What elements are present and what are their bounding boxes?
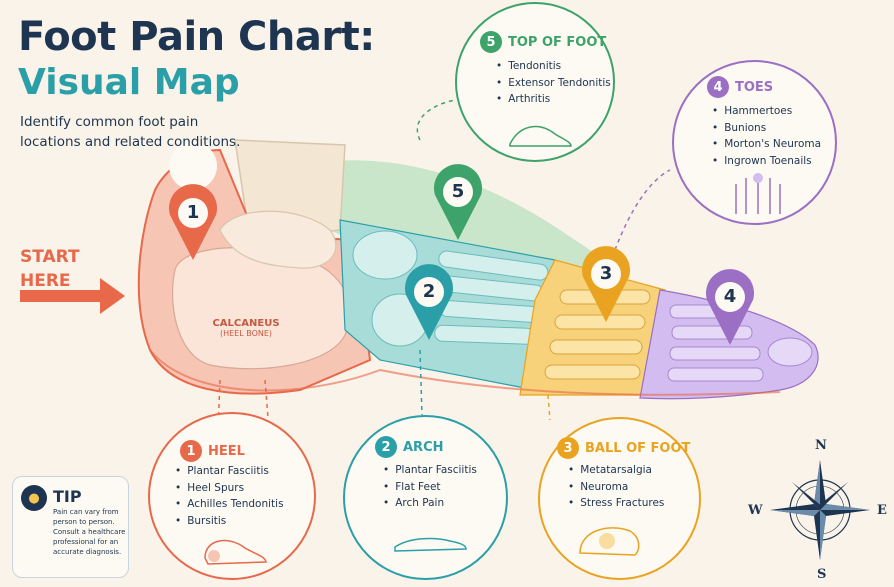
pin-4-marker [705, 269, 755, 345]
top-badge: 5 [480, 31, 502, 53]
list-item: Tendonitis [496, 58, 611, 75]
list-item: Flat Feet [383, 479, 477, 496]
toe-tip [767, 337, 813, 367]
navicular-bone [352, 230, 418, 280]
compass-rose-icon [770, 460, 870, 560]
metatarsal-head [554, 314, 646, 330]
ball-card-header: 3 BALL OF FOOT [557, 437, 690, 459]
list-item: Bunions [712, 120, 821, 137]
toes-badge: 4 [707, 76, 729, 98]
ball-title: BALL OF FOOT [585, 440, 691, 456]
connector-toes [614, 169, 671, 251]
metatarsal-head [549, 339, 643, 355]
arch-card-header: 2 ARCH [375, 436, 444, 458]
list-item: Heel Spurs [175, 480, 284, 497]
tip-title: TIP [53, 487, 82, 506]
list-item: Extensor Tendonitis [496, 75, 611, 92]
list-item: Neuroma [568, 479, 664, 496]
ball-conditions: Metatarsalgia Neuroma Stress Fractures [568, 462, 664, 512]
compass-n: N [815, 438, 827, 453]
top-title: TOP OF FOOT [508, 34, 607, 50]
metatarsal-bone [434, 324, 536, 345]
calcaneus-sub: (HEEL BONE) [219, 329, 273, 338]
compass-s: S [817, 567, 827, 582]
connector-ball [547, 394, 551, 421]
pin-1-number: 1 [186, 202, 200, 223]
top-foot-icon [509, 125, 572, 147]
pin-5-marker [434, 164, 482, 240]
pin-5-number: 5 [451, 181, 465, 202]
calcaneus-name: CALCANEUS [212, 318, 280, 329]
toes-card-header: 4 TOES [707, 76, 773, 98]
list-item: Arthritis [496, 91, 611, 108]
start-arrow-icon [20, 278, 125, 314]
toes-title: TOES [735, 79, 774, 95]
arch-foot-icon [394, 537, 467, 552]
pin-3-marker [582, 246, 630, 322]
tip-box: ● TIP Pain can vary from person to perso… [12, 476, 129, 578]
compass-w: W [748, 503, 763, 518]
heel-title: HEEL [208, 443, 245, 459]
connector-heel [264, 379, 269, 419]
phalanx-bone [669, 346, 761, 361]
pin-1-marker [169, 142, 218, 260]
page-subtitle: Identify common foot pain locations and … [20, 114, 241, 150]
compass-e: E [877, 503, 887, 518]
talus-bone [219, 210, 337, 269]
metatarsal-head [544, 364, 641, 380]
arch-conditions: Plantar Fasciitis Flat Feet Arch Pain [383, 462, 477, 512]
tip-text: Pain can vary from person to person. Con… [53, 508, 126, 556]
list-item: Metatarsalgia [568, 462, 664, 479]
page-title: Foot Pain Chart: [18, 14, 375, 60]
heel-badge: 1 [180, 440, 202, 462]
ball-foot-icon [579, 527, 640, 556]
list-item: Arch Pain [383, 495, 477, 512]
top-card-header: 5 TOP OF FOOT [480, 31, 606, 53]
calcaneus-label: CALCANEUS (HEEL BONE) [206, 318, 286, 338]
heel-foot-icon [204, 539, 267, 565]
phalanx-bone [671, 325, 753, 340]
arch-badge: 2 [375, 436, 397, 458]
phalanx-bone [667, 367, 764, 382]
page-title-accent: Visual Map [18, 62, 240, 103]
list-item: Bursitis [175, 513, 284, 530]
list-item: Ingrown Toenails [712, 153, 821, 170]
pin-4-number: 4 [723, 286, 737, 307]
list-item: Plantar Fasciitis [175, 463, 284, 480]
list-item: Plantar Fasciitis [383, 462, 477, 479]
start-here-label: START HERE [20, 247, 80, 291]
connector-arch [419, 349, 423, 416]
toes-foot-icon [735, 173, 781, 214]
pin-2-number: 2 [422, 281, 436, 302]
top-conditions: Tendonitis Extensor Tendonitis Arthritis [496, 58, 611, 108]
list-item: Hammertoes [712, 103, 821, 120]
ball-badge: 3 [557, 437, 579, 459]
list-item: Achilles Tendonitis [175, 496, 283, 513]
list-item: Stress Fractures [568, 495, 664, 512]
pin-3-number: 3 [599, 263, 613, 284]
heel-conditions: Plantar Fasciitis Heel Spurs Achilles Te… [175, 463, 284, 530]
arch-title: ARCH [403, 439, 444, 455]
connector-top [416, 99, 456, 141]
sole-outline [149, 349, 781, 396]
pin-2-marker [405, 264, 454, 340]
heel-card-header: 1 HEEL [180, 440, 245, 462]
lightbulb-icon: ● [21, 485, 47, 511]
list-item: Morton's Neuroma [712, 136, 821, 153]
toes-conditions: Hammertoes Bunions Morton's Neuroma Ingr… [712, 103, 821, 169]
